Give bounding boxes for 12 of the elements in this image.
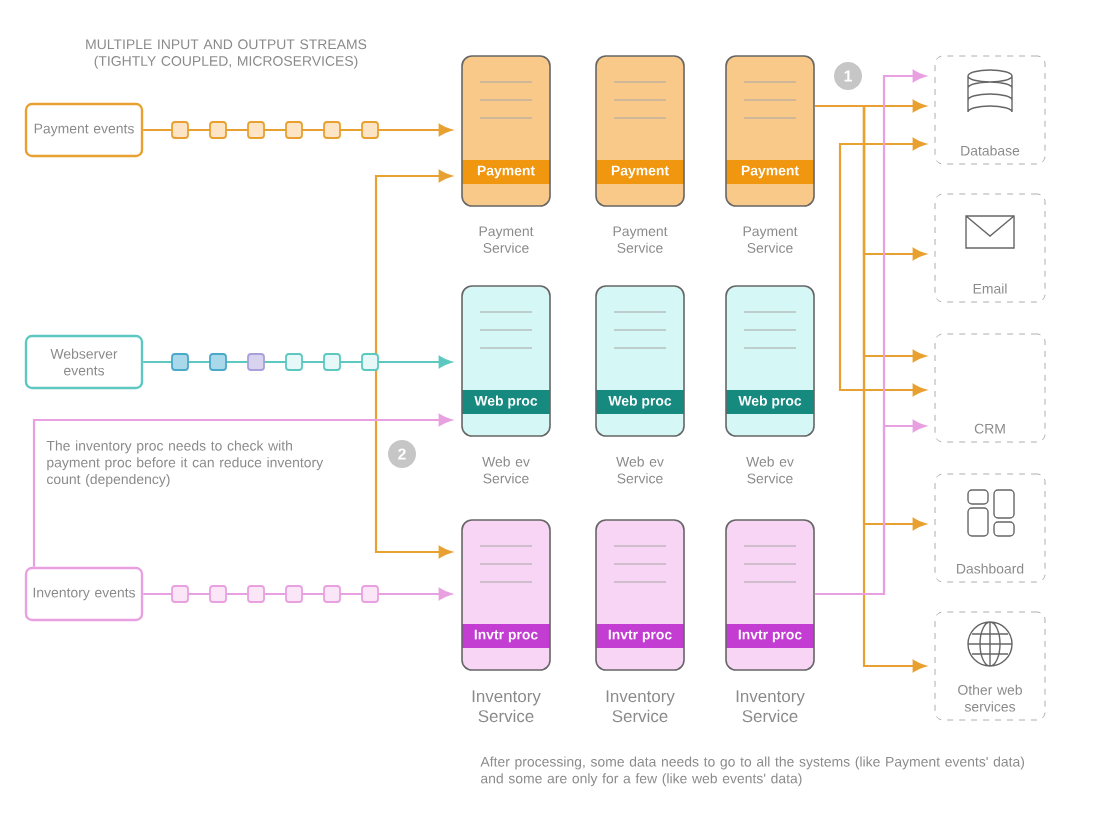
arrow xyxy=(815,104,926,673)
arrow xyxy=(32,414,452,567)
arrow xyxy=(143,356,452,369)
arrow xyxy=(838,266,926,397)
service-name: Inventory Service xyxy=(472,690,541,723)
arrow xyxy=(143,124,452,137)
arrow xyxy=(815,420,926,596)
arrow xyxy=(143,588,452,601)
arrow xyxy=(838,138,926,266)
service-name: Inventory Service xyxy=(736,690,805,723)
service-name: Inventory Service xyxy=(606,690,675,723)
arrow xyxy=(374,170,452,559)
